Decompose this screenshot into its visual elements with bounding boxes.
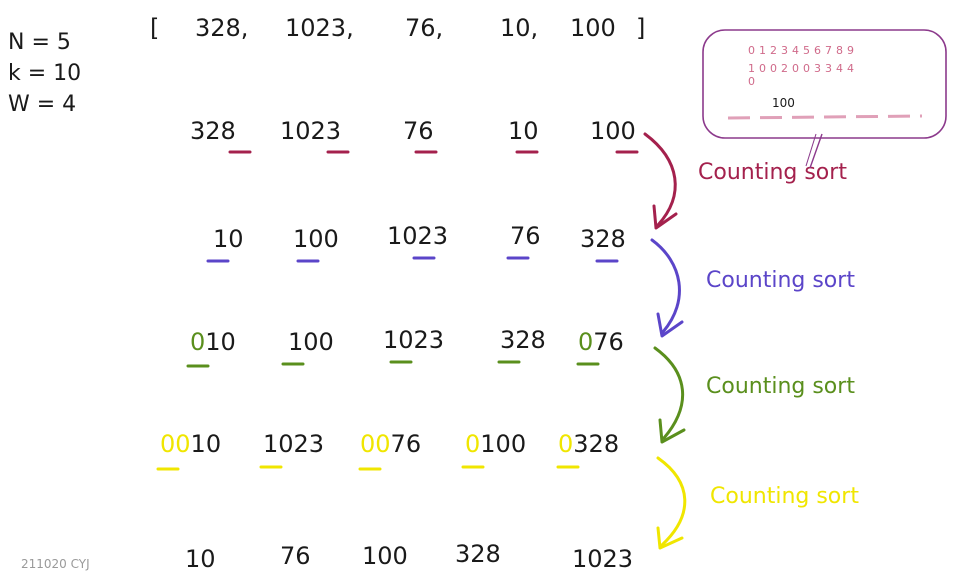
arrow-pass4 xyxy=(656,456,687,547)
result-item: 10 xyxy=(185,545,216,573)
step-label: Counting sort xyxy=(710,484,859,509)
pass2-item: 100 xyxy=(293,225,339,253)
pass3-underlines xyxy=(186,360,600,368)
input-item: 1023, xyxy=(285,14,354,42)
count-box xyxy=(702,29,947,139)
pass4-item: 0010 xyxy=(160,430,222,458)
param-n: N = 5 xyxy=(8,30,71,55)
result-item: 100 xyxy=(362,542,408,570)
step-label: Counting sort xyxy=(706,374,855,399)
count-dashes xyxy=(727,114,923,120)
padding-digit: 00 xyxy=(360,430,391,458)
result-item: 328 xyxy=(455,540,501,568)
pass1-item: 1023 xyxy=(280,117,342,145)
input-item: 76, xyxy=(405,14,444,42)
open-bracket: [ xyxy=(150,14,160,42)
pass3-item: 100 xyxy=(288,328,334,356)
result-item: 76 xyxy=(280,542,311,570)
pass2-underlines xyxy=(206,256,619,263)
count-example-value: 100 xyxy=(772,96,795,110)
parameters: N = 5 k = 10 W = 4 xyxy=(8,27,81,120)
pass1-item: 76 xyxy=(403,117,434,145)
arrow-head xyxy=(658,418,686,444)
arrow-head xyxy=(656,526,684,550)
pass4-underlines xyxy=(156,465,580,471)
input-item: 100 xyxy=(570,14,616,42)
box-pointer xyxy=(809,133,823,169)
pass1-item: 10 xyxy=(508,117,539,145)
step-label: Counting sort xyxy=(706,268,855,293)
padding-digit: 00 xyxy=(160,430,191,458)
param-w: W = 4 xyxy=(8,92,77,117)
step-label: Counting sort xyxy=(698,160,847,185)
padding-digit: 0 xyxy=(578,328,594,356)
arrow-pass3 xyxy=(653,346,685,440)
result-item: 1023 xyxy=(572,545,634,573)
arrow-head xyxy=(652,204,678,230)
pass4-item: 0076 xyxy=(360,430,422,458)
count-value-row: 1002003344 xyxy=(748,62,858,75)
pass4-item: 0100 xyxy=(465,430,527,458)
padding-digit: 0 xyxy=(558,430,574,458)
pass3-item: 1023 xyxy=(383,326,445,354)
pass1-item: 100 xyxy=(590,117,636,145)
input-item: 10, xyxy=(500,14,539,42)
signature: 211020 CYJ xyxy=(21,557,90,571)
arrow-pass2 xyxy=(650,238,681,334)
pass3-item: 076 xyxy=(578,328,624,356)
arrow-head xyxy=(656,312,684,338)
padding-digit: 0 xyxy=(190,328,206,356)
box-pointer xyxy=(805,133,817,167)
param-k: k = 10 xyxy=(8,61,82,86)
pass2-item: 1023 xyxy=(387,222,449,250)
pass4-item: 1023 xyxy=(263,430,325,458)
input-item: 328, xyxy=(195,14,249,42)
close-bracket: ] xyxy=(636,14,646,42)
pass3-item: 328 xyxy=(500,326,546,354)
arrow-pass1 xyxy=(643,132,677,227)
pass2-item: 328 xyxy=(580,225,626,253)
pass3-item: 010 xyxy=(190,328,236,356)
pass2-item: 76 xyxy=(510,222,541,250)
pass4-item: 0328 xyxy=(558,430,620,458)
pass1-item: 328 xyxy=(190,117,236,145)
pass2-item: 10 xyxy=(213,225,244,253)
padding-digit: 0 xyxy=(465,430,481,458)
count-index-row: 0123456789 xyxy=(748,44,858,57)
count-extra: 0 xyxy=(748,75,759,88)
